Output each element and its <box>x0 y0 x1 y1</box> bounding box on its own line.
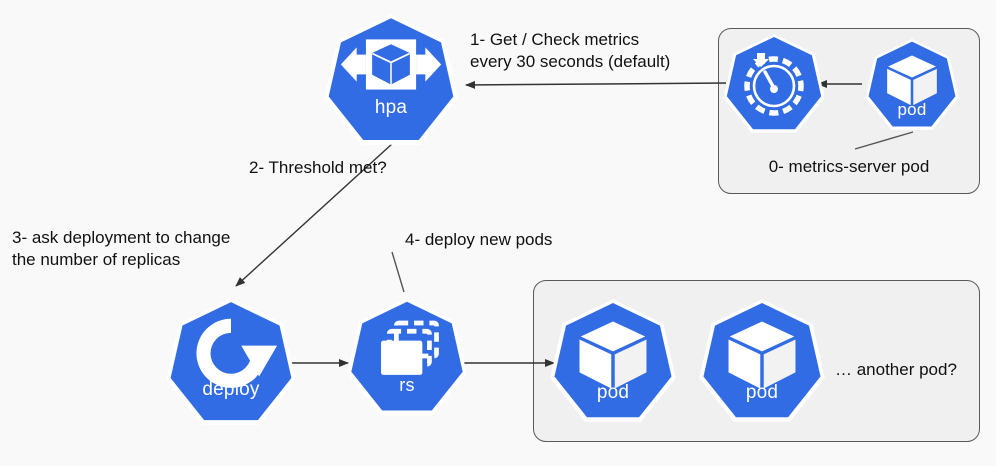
edge-label-step-1-line-1: 1- Get / Check metrics <box>470 30 640 49</box>
deployment-refresh-icon <box>196 318 278 388</box>
edge-label-step-1-line-2: every 30 seconds (default) <box>470 52 671 72</box>
replicaset-stack-icon <box>381 320 439 375</box>
hpa-scale-icon <box>340 39 442 90</box>
leader-line-deploy-new-pods <box>391 251 405 293</box>
node-deploy[interactable]: deploy <box>166 297 296 425</box>
metrics-gauge-icon <box>744 53 804 116</box>
edge-label-step-3-line-1: 3- ask deployment to change <box>12 228 231 247</box>
k8s-heptagon <box>170 302 292 421</box>
metrics-server-group-label: 0- metrics-server pod <box>768 157 930 176</box>
pod-cube-icon <box>579 321 647 389</box>
k8s-heptagon <box>726 37 822 130</box>
node-hpa[interactable]: hpa <box>324 13 458 145</box>
node-pod-b[interactable]: pod <box>699 298 825 422</box>
node-metrics-pod[interactable]: pod <box>865 38 959 130</box>
edge-label-step-1: 1- Get / Check metrics every 30 seconds … <box>470 29 670 74</box>
node-metrics-server[interactable] <box>723 33 825 133</box>
edge-label-step-3: 3- ask deployment to change the number o… <box>12 227 230 272</box>
another-pod-label: … another pod? <box>835 360 957 379</box>
edge-label-step-4: 4- deploy new pods <box>405 230 553 249</box>
pod-cube-icon <box>728 321 796 389</box>
pod-cube-icon <box>886 55 938 106</box>
edge-metrics-to-hpa <box>465 80 727 89</box>
node-rs[interactable]: rs <box>347 297 467 415</box>
edge-label-step-3-line-2: the number of replicas <box>12 250 181 270</box>
edge-label-step-2: 2- Threshold met? <box>249 158 387 177</box>
node-pod-a[interactable]: pod <box>550 298 676 422</box>
